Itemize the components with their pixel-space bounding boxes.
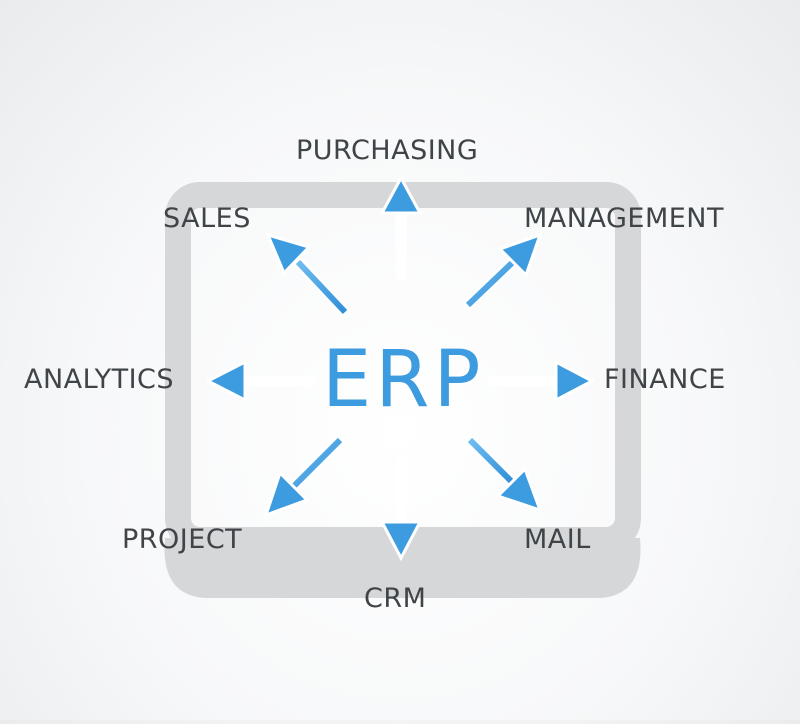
arrow-analytics xyxy=(204,359,316,403)
center-label-erp: ERP xyxy=(322,335,485,425)
arrow-crm xyxy=(379,456,423,562)
arrow-project xyxy=(263,434,346,518)
node-label-sales: SALES xyxy=(163,203,251,234)
node-label-finance: FINANCE xyxy=(604,364,726,395)
arrow-purchasing xyxy=(379,174,423,281)
node-label-mail: MAIL xyxy=(524,524,591,555)
arrow-finance xyxy=(486,359,596,403)
node-label-project: PROJECT xyxy=(122,524,243,555)
node-label-management: MANAGEMENT xyxy=(524,203,724,234)
node-label-purchasing: PURCHASING xyxy=(296,135,479,166)
node-label-analytics: ANALYTICS xyxy=(24,364,175,395)
node-label-crm: CRM xyxy=(364,583,427,614)
arrow-management xyxy=(462,232,543,311)
arrow-mail xyxy=(464,434,543,513)
arrow-sales xyxy=(265,232,351,318)
arrows-group xyxy=(204,174,596,562)
